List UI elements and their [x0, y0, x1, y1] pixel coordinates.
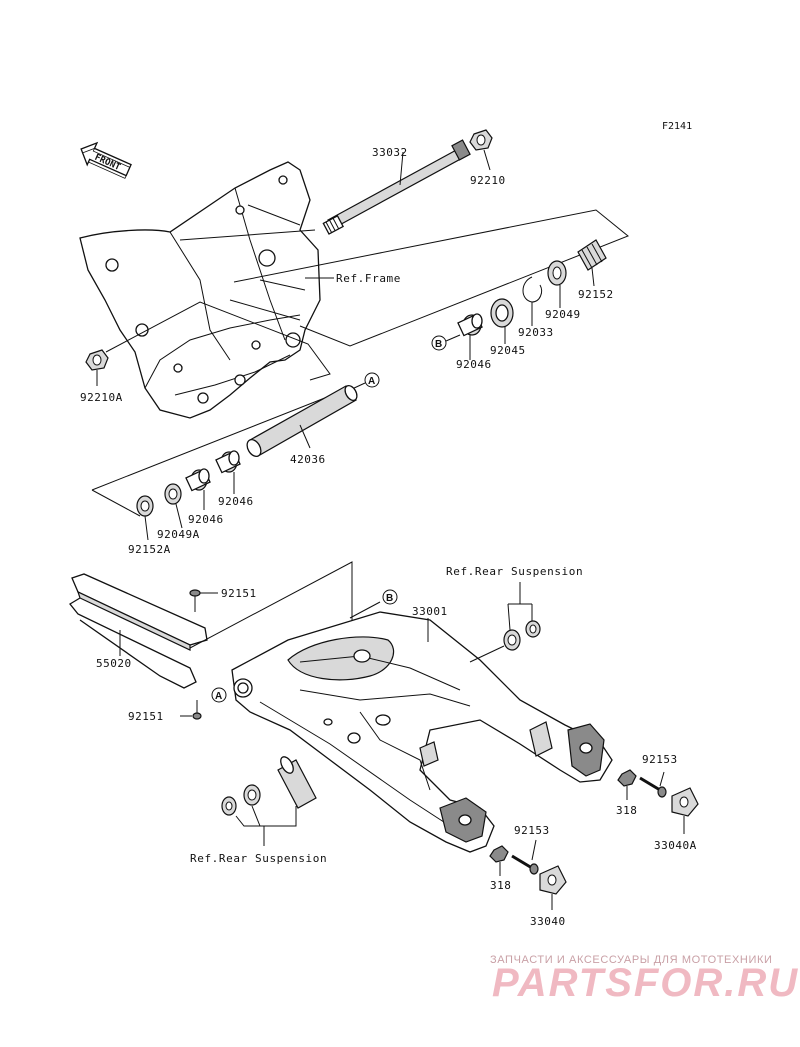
bearing-92046-top — [457, 313, 483, 337]
nut-318-low — [489, 845, 509, 863]
bolt-92151-top — [189, 589, 201, 612]
label-92152A: 92152A — [128, 543, 171, 556]
nut-92210A — [85, 349, 109, 371]
label-92045: 92045 — [490, 344, 526, 357]
seal-92049 — [547, 260, 567, 286]
svg-text:B: B — [435, 339, 442, 350]
pivot-shaft-33032 — [322, 139, 471, 235]
label-92049A: 92049A — [157, 528, 200, 541]
collar-rear-suspension-bottom — [221, 756, 317, 816]
label-92049: 92049 — [545, 308, 581, 321]
reference-lines — [91, 209, 629, 517]
label-92153-right: 92153 — [642, 753, 678, 766]
label-33032: 33032 — [372, 146, 408, 159]
bearing-92045 — [490, 298, 514, 328]
label-92152: 92152 — [578, 288, 614, 301]
label-55020: 55020 — [96, 657, 132, 670]
circlip-92033 — [522, 276, 543, 303]
figure-id: F2141 — [662, 121, 692, 132]
bearing-92046-low — [185, 468, 211, 492]
swingarm-33001 — [231, 611, 613, 853]
label-92210: 92210 — [470, 174, 506, 187]
collar-rear-suspension-top — [503, 620, 541, 651]
callout-b-low: B — [382, 589, 398, 605]
label-92153-low: 92153 — [514, 824, 550, 837]
label-92046-top: 92046 — [456, 358, 492, 371]
collar-92152 — [577, 239, 607, 271]
svg-text:A: A — [215, 691, 222, 702]
watermark-brand: PARTSFOR.RU — [492, 961, 799, 1005]
collar-92152A — [136, 495, 154, 517]
seal-92049A — [164, 483, 182, 505]
label-92046-low: 92046 — [188, 513, 224, 526]
label-ref-frame: Ref.Frame — [336, 272, 401, 285]
svg-text:B: B — [386, 593, 393, 604]
watermark-tagline: ЗАПЧАСТИ И АКСЕССУАРЫ ДЛЯ МОТОТЕХНИКИ — [490, 954, 772, 966]
front-arrow-icon: FRONT — [80, 141, 132, 179]
sleeve-42036 — [246, 384, 358, 458]
label-92151-top: 92151 — [221, 587, 257, 600]
bolt-92151-bottom — [192, 700, 202, 720]
svg-text:A: A — [368, 376, 375, 387]
label-ref-rear-suspension-bottom: Ref.Rear Suspension — [190, 852, 327, 865]
label-92033: 92033 — [518, 326, 554, 339]
callout-b-top: B — [431, 334, 461, 351]
label-92210A: 92210A — [80, 391, 123, 404]
label-92046-mid: 92046 — [218, 495, 254, 508]
adjuster-bolt-92153-low — [511, 854, 539, 875]
label-318-right: 318 — [616, 804, 637, 817]
label-318-low: 318 — [490, 879, 511, 892]
chain-guard-55020 — [69, 573, 208, 689]
adjuster-plate-33040A — [671, 787, 699, 817]
label-42036: 42036 — [290, 453, 326, 466]
label-33040A: 33040A — [654, 839, 697, 852]
bearing-92046-mid — [215, 450, 241, 474]
nut-318-right — [617, 769, 637, 787]
label-ref-rear-suspension-top: Ref.Rear Suspension — [446, 565, 583, 578]
adjuster-bolt-92153-right — [639, 776, 667, 798]
callout-a-low: A — [211, 687, 227, 703]
callout-a-top: A — [351, 372, 380, 390]
label-33001: 33001 — [412, 605, 448, 618]
label-33040: 33040 — [530, 915, 566, 928]
nut-92210 — [469, 129, 493, 151]
label-92151-bottom: 92151 — [128, 710, 164, 723]
frame-illustration — [79, 161, 321, 419]
adjuster-plate-33040 — [539, 865, 567, 895]
